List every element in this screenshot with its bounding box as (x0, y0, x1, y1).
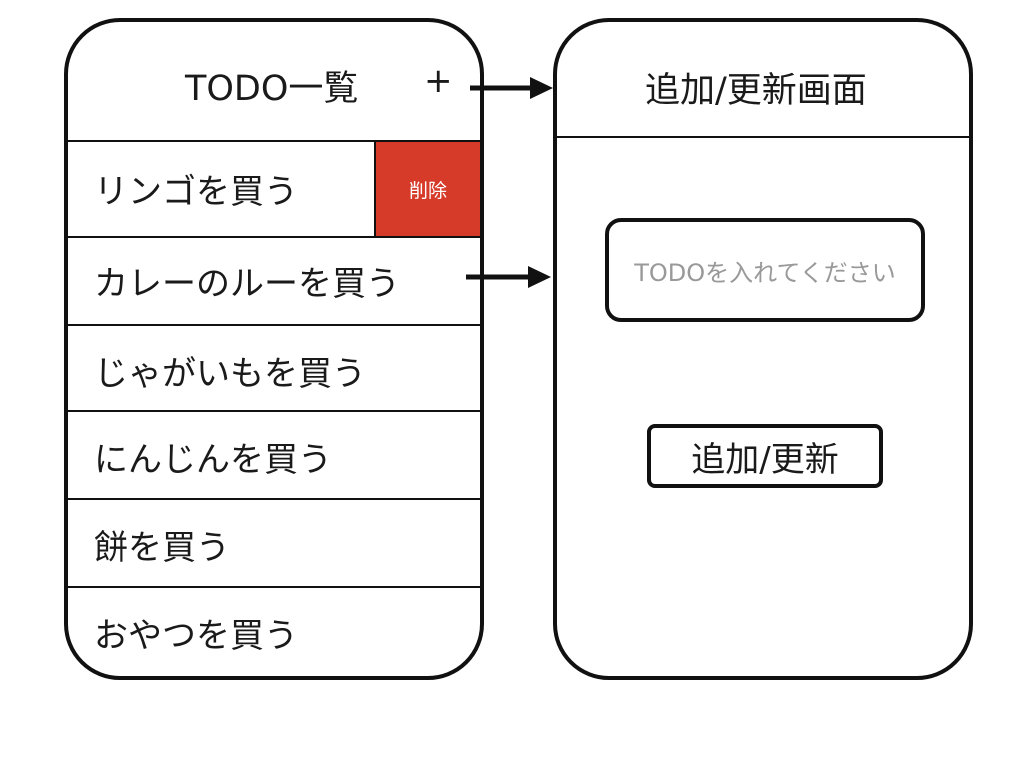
list-item[interactable]: おやつを買う (68, 588, 480, 676)
list-item-label: カレーのルーを買う (94, 264, 400, 304)
list-item[interactable]: 餅を買う (68, 500, 480, 588)
list-item[interactable]: カレーのルーを買う (68, 238, 480, 326)
todo-list-screen: TODO一覧 + リンゴを買う 削除 カレーのルーを買う じゃがいもを買う にん… (64, 18, 484, 680)
edit-header: 追加/更新画面 (557, 22, 969, 138)
add-button[interactable]: + (424, 61, 453, 101)
list-item[interactable]: リンゴを買う 削除 (68, 142, 480, 238)
todo-list: リンゴを買う 削除 カレーのルーを買う じゃがいもを買う にんじんを買う 餅を買… (68, 142, 480, 676)
edit-title: 追加/更新画面 (645, 71, 867, 111)
list-item-label: にんじんを買う (94, 440, 332, 480)
list-title: TODO一覧 (185, 69, 359, 109)
list-item[interactable]: じゃがいもを買う (68, 326, 480, 412)
list-header: TODO一覧 + (68, 22, 480, 142)
list-item-label: 餅を買う (94, 528, 230, 568)
delete-button[interactable]: 削除 (374, 142, 480, 236)
list-item-label: リンゴを買う (94, 172, 298, 212)
add-update-button[interactable]: 追加/更新 (647, 424, 883, 488)
list-item-label: おやつを買う (94, 616, 298, 656)
todo-input[interactable]: TODOを入れてください (605, 218, 925, 322)
list-item-label: じゃがいもを買う (94, 354, 366, 394)
add-update-screen: 追加/更新画面 TODOを入れてください 追加/更新 (553, 18, 973, 680)
list-item[interactable]: にんじんを買う (68, 412, 480, 500)
